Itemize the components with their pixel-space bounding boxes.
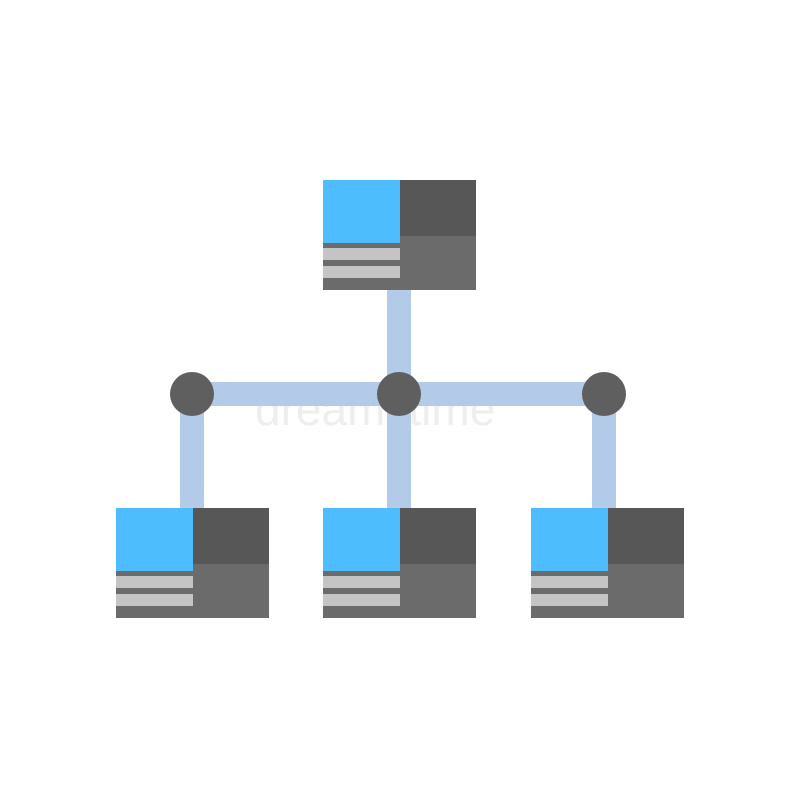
node-panel-blue <box>531 508 608 571</box>
node-panel-dark <box>193 508 269 564</box>
node-child-center <box>323 508 476 618</box>
node-panel-blue <box>323 508 400 571</box>
node-panel-dark <box>608 508 684 564</box>
junction-center <box>377 372 421 416</box>
node-panel-dark <box>400 508 476 564</box>
node-child-right <box>531 508 684 618</box>
node-panel-blue <box>116 508 193 571</box>
junction-dots <box>170 372 626 416</box>
node-panel-mid <box>323 564 476 618</box>
junction-left <box>170 372 214 416</box>
node-line-2 <box>116 594 193 606</box>
node-line-1 <box>323 248 400 260</box>
node-line-2 <box>531 594 608 606</box>
node-root <box>323 180 476 290</box>
junction-right <box>582 372 626 416</box>
node-line-2 <box>323 266 400 278</box>
node-panel-mid <box>116 564 269 618</box>
node-line-1 <box>531 576 608 588</box>
node-panel-dark <box>400 180 476 236</box>
node-line-1 <box>323 576 400 588</box>
node-line-1 <box>116 576 193 588</box>
node-line-2 <box>323 594 400 606</box>
node-panel-blue <box>323 180 400 243</box>
node-panel-mid <box>323 236 476 290</box>
node-panel-mid <box>531 564 684 618</box>
node-child-left <box>116 508 269 618</box>
